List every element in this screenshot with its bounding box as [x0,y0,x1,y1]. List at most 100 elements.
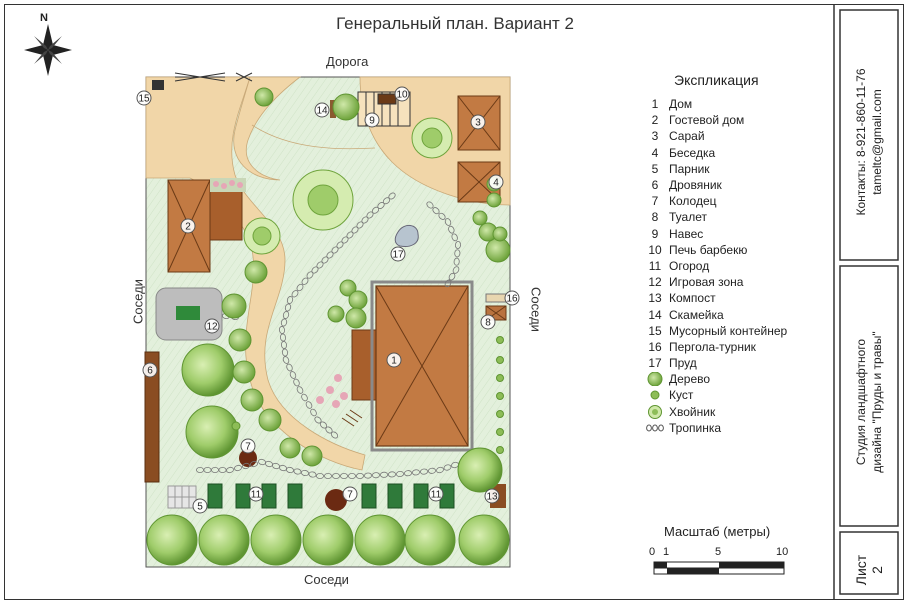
plan-number-marker: 9 [364,112,380,128]
studio-name-line1: Студия ландшафтного [854,338,868,466]
stepping-stone [296,283,304,292]
tree-icon [302,514,354,566]
stepping-stone [289,371,297,379]
stepping-stone [364,472,372,479]
sheet-number: 2 [869,566,885,574]
legend-item-number: 5 [651,161,659,176]
legend-symbol-label: Тропинка [669,420,722,435]
stepping-stone [296,386,304,394]
flower-bed-house [316,374,348,408]
vegetation [146,87,511,566]
compass-rose-icon [24,24,72,76]
legend-item-number: 9 [651,226,659,241]
legend-item-label: Пруд [669,356,697,371]
plan-number-marker: 4 [488,174,504,190]
legend-symbol-item: Тропинка [646,420,826,436]
tree-icon [404,514,456,566]
legend-item-label: Дровяник [669,178,722,193]
plan-number-text: 17 [392,250,404,261]
legend-item-label: Компост [669,291,716,306]
stepping-stone [330,431,339,439]
bush-icon [228,328,252,352]
stepping-stone [453,257,460,266]
legend-item-label: Парник [669,161,710,176]
tree-icon [198,514,250,566]
stepping-stone [388,471,396,478]
stepping-stone [286,296,294,304]
scale-bar [653,561,785,575]
stepping-stone [452,266,460,274]
legend-item-label: Дом [669,97,693,112]
plan-number-text: 2 [185,222,191,233]
stepping-stone [420,468,428,475]
scale-tick: 1 [663,546,670,558]
plan-number-marker: 14 [314,102,330,118]
plan-number-marker: 7 [240,438,256,454]
legend-item-number: 8 [651,210,659,225]
neighbors-bottom-label: Соседи [304,572,349,587]
sheet-block: Лист 2 [853,540,885,600]
plan-number-marker: 2 [180,218,196,234]
bush-icon [496,336,504,344]
bush-icon [279,437,301,459]
bush-icon [240,388,264,412]
bush-icon [496,446,504,454]
stepping-stone [332,472,341,479]
stepping-stone [301,277,309,285]
stepping-stone [396,470,404,478]
stepping-stone [438,212,446,220]
bush-icon [221,293,247,319]
stepping-stone [280,318,288,327]
bush-icon [339,279,357,297]
stepping-stone [234,464,242,472]
bush-icon [496,428,504,436]
flower-bed [210,178,246,192]
stepping-stone [293,468,302,475]
stepping-stone [301,393,308,402]
plan-number-text: 8 [485,318,491,329]
stepping-stone [451,233,458,242]
legend-item-label: Мусорный контейнер [669,323,788,338]
bush-icon [258,408,282,432]
legend-item-label: Игровая зона [669,275,744,290]
plan-number-text: 16 [506,294,518,305]
compass-north-label: N [40,12,48,24]
studio-block: Студия ландшафтного дизайна "Пруды и тра… [853,282,885,522]
tree-icon [250,514,302,566]
legend-item-number: 4 [651,145,659,160]
legend-item-label: Пергола-турник [669,339,756,354]
stepping-stone [301,469,309,477]
legend-symbol-label: Дерево [669,372,711,387]
plan-number-marker: 16 [504,290,520,306]
legend-item-label: Гостевой дом [669,113,745,128]
stepping-stone [428,467,436,474]
stepping-stone [454,249,461,258]
bush-icon [486,192,502,208]
stepping-stone [348,472,357,479]
stepping-stone [443,464,452,471]
path-icon [646,421,664,435]
bush-icon [254,87,274,107]
scale-tick: 5 [715,546,722,558]
plan-number-text: 3 [475,118,481,129]
plan-number-marker: 5 [192,498,208,514]
stepping-stone [305,401,313,409]
stepping-stone [444,218,452,226]
bush-icon [472,210,488,226]
legend-item-number: 7 [651,194,659,209]
bush-icon [244,260,268,284]
plan-number-text: 10 [396,90,408,101]
plan-number-marker: 3 [470,114,486,130]
plan-number-marker: 1 [386,352,402,368]
stepping-stone [286,466,294,474]
plan-number-marker: 8 [480,314,496,330]
bush-icon [348,290,368,310]
stepping-stone [286,363,293,372]
main-house [341,280,474,452]
